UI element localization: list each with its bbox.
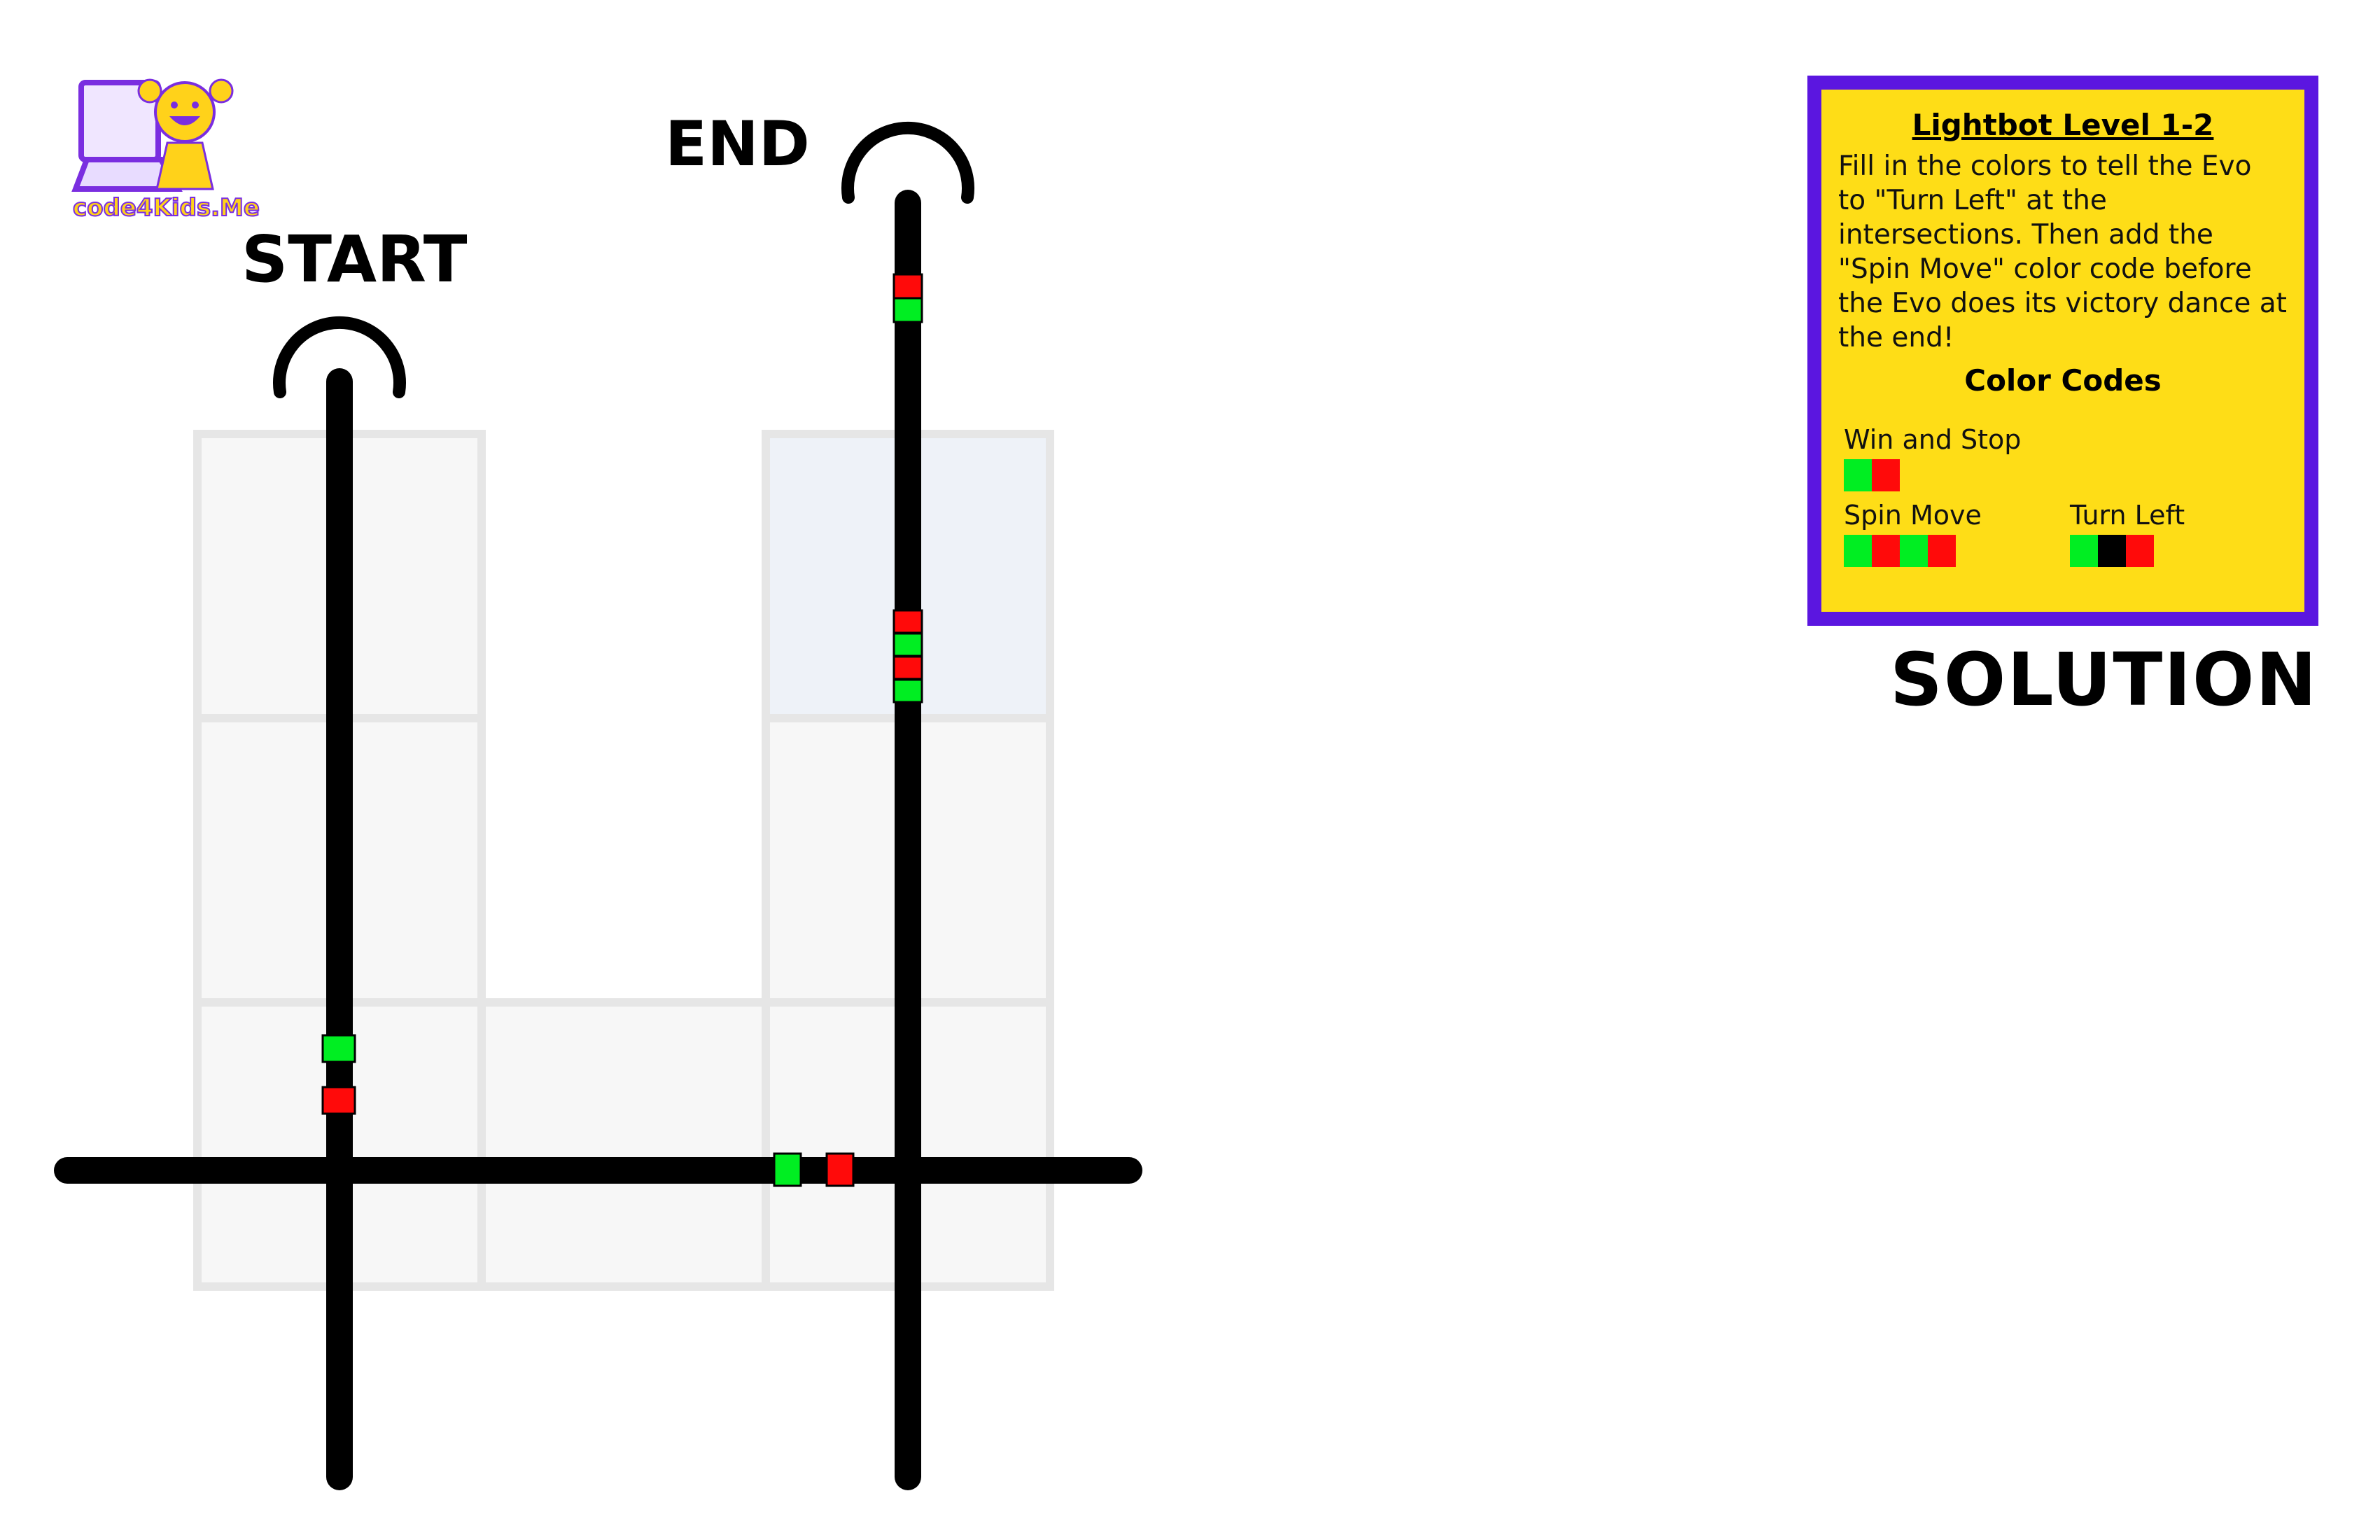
- code-swatches: [1844, 535, 1982, 567]
- code-spin-move: Spin Move: [1844, 500, 1982, 567]
- end-arc: [841, 122, 974, 204]
- marker-red: [321, 1086, 356, 1115]
- logo-text: code4Kids.Me: [73, 194, 260, 222]
- swatch-red: [2126, 535, 2154, 567]
- code-label: Win and Stop: [1844, 424, 2022, 455]
- code-label: Spin Move: [1844, 500, 1982, 531]
- track-markers: [321, 273, 923, 1187]
- swatch-green: [1844, 459, 1872, 491]
- swatch-green: [1844, 535, 1872, 567]
- swatch-red: [1872, 535, 1900, 567]
- marker-green: [321, 1034, 356, 1063]
- start-arc: [273, 316, 406, 398]
- marker-red: [892, 609, 923, 634]
- swatch-green: [2070, 535, 2098, 567]
- code4kids-logo: code4Kids.Me: [71, 70, 260, 223]
- marker-green: [892, 678, 923, 704]
- panel-instructions: Fill in the colors to tell the Evo to "T…: [1838, 150, 2287, 354]
- panel-title: Lightbot Level 1-2: [1912, 108, 2214, 142]
- grid-tile: [477, 998, 770, 1291]
- start-label: START: [241, 222, 468, 297]
- code-win-and-stop: Win and Stop: [1844, 424, 2021, 491]
- info-panel: Lightbot Level 1-2 Fill in the colors to…: [1807, 76, 2318, 626]
- marker-red: [892, 655, 923, 680]
- marker-green: [892, 297, 923, 323]
- marker-green: [773, 1152, 802, 1187]
- girl-mascot-icon: [137, 78, 234, 190]
- marker-red: [825, 1152, 855, 1187]
- code-label: Turn Left: [2070, 500, 2185, 531]
- code-swatches: [2070, 535, 2185, 567]
- end-label: END: [665, 108, 810, 180]
- code-turn-left: Turn Left: [2070, 500, 2185, 567]
- swatch-red: [1872, 459, 1900, 491]
- swatch-red: [1928, 535, 1956, 567]
- endpoint-arcs: [273, 122, 974, 398]
- swatch-green: [1900, 535, 1928, 567]
- code-swatches: [1844, 459, 2021, 491]
- solution-label: SOLUTION: [1890, 637, 2318, 722]
- color-codes-title: Color Codes: [1964, 363, 2162, 398]
- marker-green: [892, 632, 923, 657]
- tracks: [54, 190, 1142, 1490]
- marker-red: [892, 273, 923, 300]
- swatch-black: [2098, 535, 2126, 567]
